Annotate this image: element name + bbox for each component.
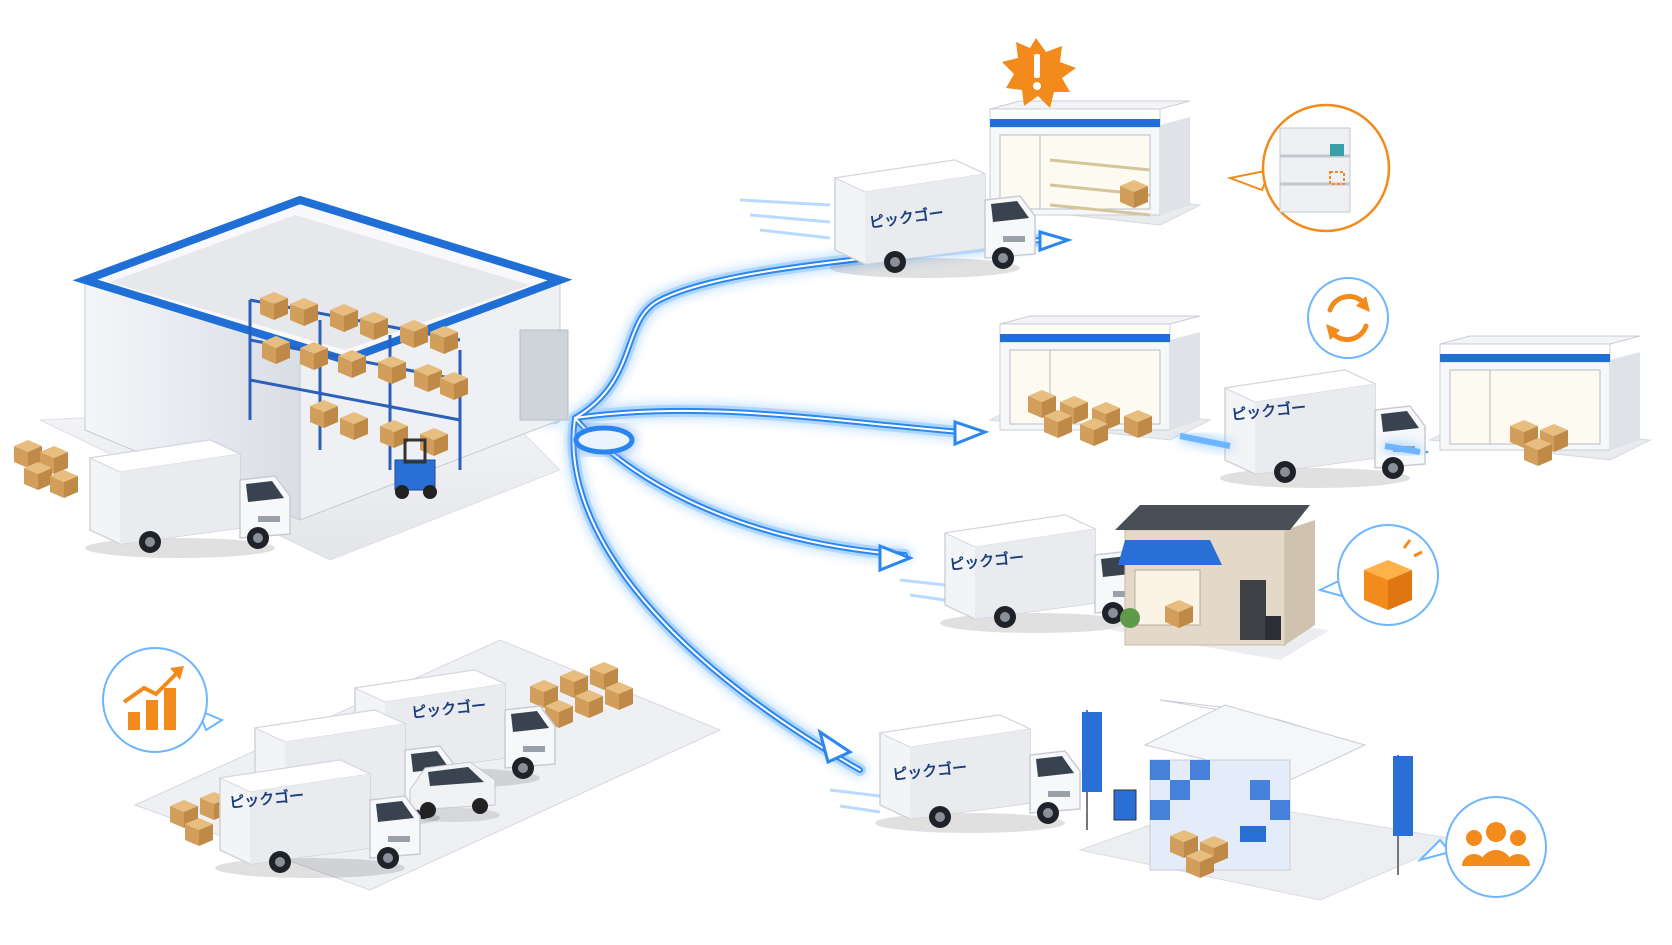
event-row <box>829 699 1547 901</box>
package-bubble <box>1317 524 1439 626</box>
truck-store-to-store <box>1219 369 1426 489</box>
alert-burst-icon <box>1002 38 1076 108</box>
truck-to-shop <box>939 514 1146 634</box>
store-transfer-row <box>989 277 1651 489</box>
empty-shelf-icon <box>1279 127 1351 213</box>
transfer-glow <box>1179 433 1421 455</box>
growth-chart-icon <box>122 666 184 730</box>
small-shop <box>1110 505 1330 660</box>
motion-lines-3 <box>899 578 946 602</box>
growth-bubble <box>102 647 225 753</box>
small-shop-row <box>899 505 1439 660</box>
fleet-car <box>409 761 500 822</box>
people-group-icon <box>1462 822 1530 866</box>
route-arrow-4 <box>817 728 854 765</box>
event-flags <box>1082 710 1413 875</box>
motion-lines-1 <box>739 198 831 240</box>
sync-bubble <box>1307 277 1389 359</box>
package-icon <box>1364 539 1423 610</box>
empty-shelf-bubble <box>1226 103 1391 233</box>
forklift <box>394 438 437 499</box>
event-tent <box>1078 699 1462 901</box>
motion-lines-4 <box>829 788 881 814</box>
people-bubble <box>1416 796 1547 898</box>
warehouse <box>14 195 573 561</box>
route-arrow-1 <box>1038 230 1073 253</box>
sync-arrows-icon <box>1326 293 1370 343</box>
route-arrow-2 <box>953 419 990 447</box>
route-arrow-3 <box>878 543 915 573</box>
fleet-lot <box>102 639 722 891</box>
hub-node <box>573 425 635 455</box>
store-stockout <box>739 38 1391 279</box>
